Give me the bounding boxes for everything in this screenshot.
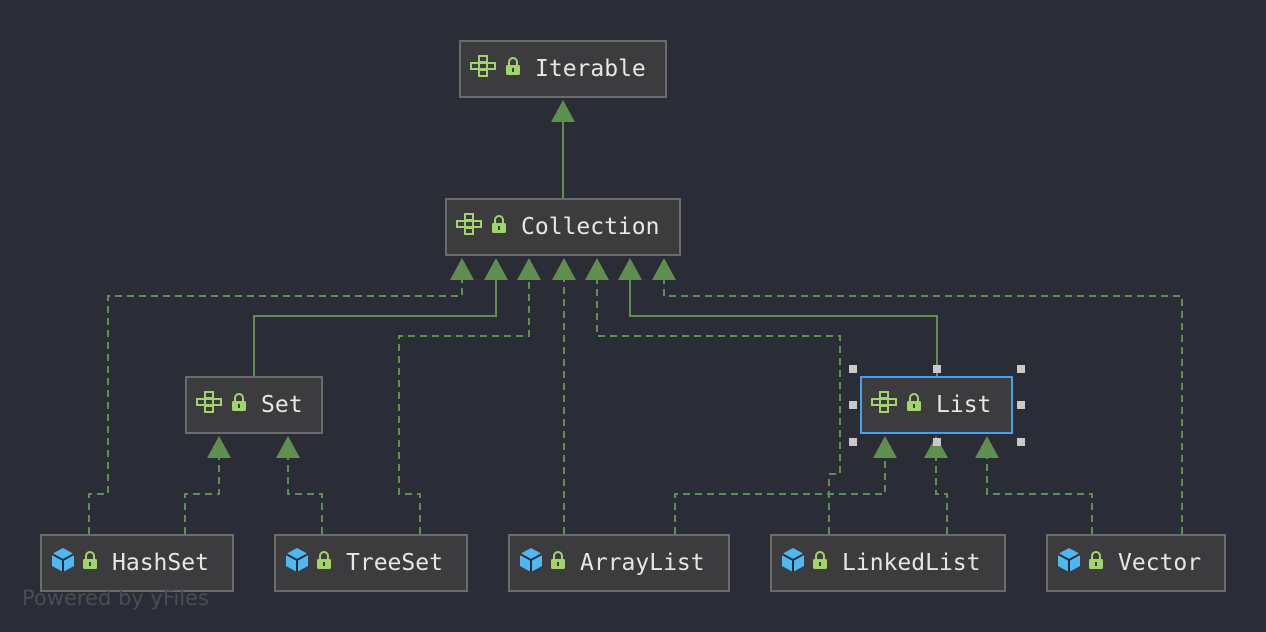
node-treeset[interactable]: TreeSet [274, 534, 468, 592]
arrowhead [207, 436, 231, 458]
edge-list-to-collection [618, 258, 938, 376]
arrowhead [618, 258, 642, 280]
node-label: ArrayList [580, 550, 705, 576]
resize-handle[interactable] [1017, 365, 1025, 373]
node-label: Set [261, 392, 303, 418]
node-label: Iterable [535, 56, 646, 82]
edge-hashset-to-collection [88, 258, 474, 534]
node-iterable[interactable]: Iterable [459, 40, 667, 98]
arrowhead [517, 258, 541, 280]
arrowhead [276, 436, 300, 458]
class-icon [780, 546, 806, 580]
resize-handle[interactable] [849, 401, 857, 409]
lock-icon [82, 550, 98, 576]
resize-handle[interactable] [933, 365, 941, 373]
edge-set-to-collection [253, 258, 508, 376]
node-label: Collection [521, 214, 660, 240]
resize-handle[interactable] [933, 438, 941, 446]
class-icon [518, 546, 544, 580]
edge-treeset-to-set [276, 436, 323, 534]
node-collection[interactable]: Collection [445, 198, 681, 256]
lock-icon [812, 550, 828, 576]
arrowhead [450, 258, 474, 280]
lock-icon [231, 392, 247, 418]
class-icon [1056, 546, 1082, 580]
lock-icon [906, 392, 922, 418]
watermark: Powered by yFiles [22, 586, 209, 610]
arrowhead [652, 258, 676, 280]
resize-handle[interactable] [849, 438, 857, 446]
node-linkedlist[interactable]: LinkedList [770, 534, 1006, 592]
class-icon [284, 546, 310, 580]
node-set[interactable]: Set [185, 376, 323, 434]
lock-icon [550, 550, 566, 576]
edge-vector-to-collection [652, 258, 1183, 534]
edge-vector-to-list [975, 436, 1093, 534]
class-icon [50, 546, 76, 580]
edge-treeset-to-collection [398, 258, 541, 534]
node-arraylist[interactable]: ArrayList [508, 534, 730, 592]
arrowhead [924, 436, 948, 458]
lock-icon [491, 214, 507, 240]
edge-arraylist-to-collection [552, 258, 576, 534]
node-list[interactable]: List [860, 376, 1013, 434]
interface-icon [195, 391, 225, 419]
edge-collection-to-iterable [551, 100, 575, 198]
arrowhead [975, 436, 999, 458]
edge-linkedlist-to-collection [585, 258, 841, 534]
arrowhead [551, 100, 575, 122]
edge-arraylist-to-list [674, 436, 897, 534]
node-label: LinkedList [842, 550, 981, 576]
node-label: TreeSet [346, 550, 443, 576]
resize-handle[interactable] [1017, 401, 1025, 409]
arrowhead [585, 258, 609, 280]
arrowhead [552, 258, 576, 280]
lock-icon [1088, 550, 1104, 576]
edge-hashset-to-set [184, 436, 231, 534]
node-label: Vector [1118, 550, 1202, 576]
interface-icon [455, 213, 485, 241]
node-label: List [936, 392, 992, 418]
interface-icon [469, 55, 499, 83]
node-hashset[interactable]: HashSet [40, 534, 234, 592]
edge-linkedlist-to-list [924, 436, 948, 534]
lock-icon [505, 56, 521, 82]
arrowhead [873, 436, 897, 458]
node-label: HashSet [112, 550, 209, 576]
resize-handle[interactable] [849, 365, 857, 373]
arrowhead [484, 258, 508, 280]
lock-icon [316, 550, 332, 576]
node-vector[interactable]: Vector [1046, 534, 1226, 592]
interface-icon [870, 391, 900, 419]
resize-handle[interactable] [1017, 438, 1025, 446]
